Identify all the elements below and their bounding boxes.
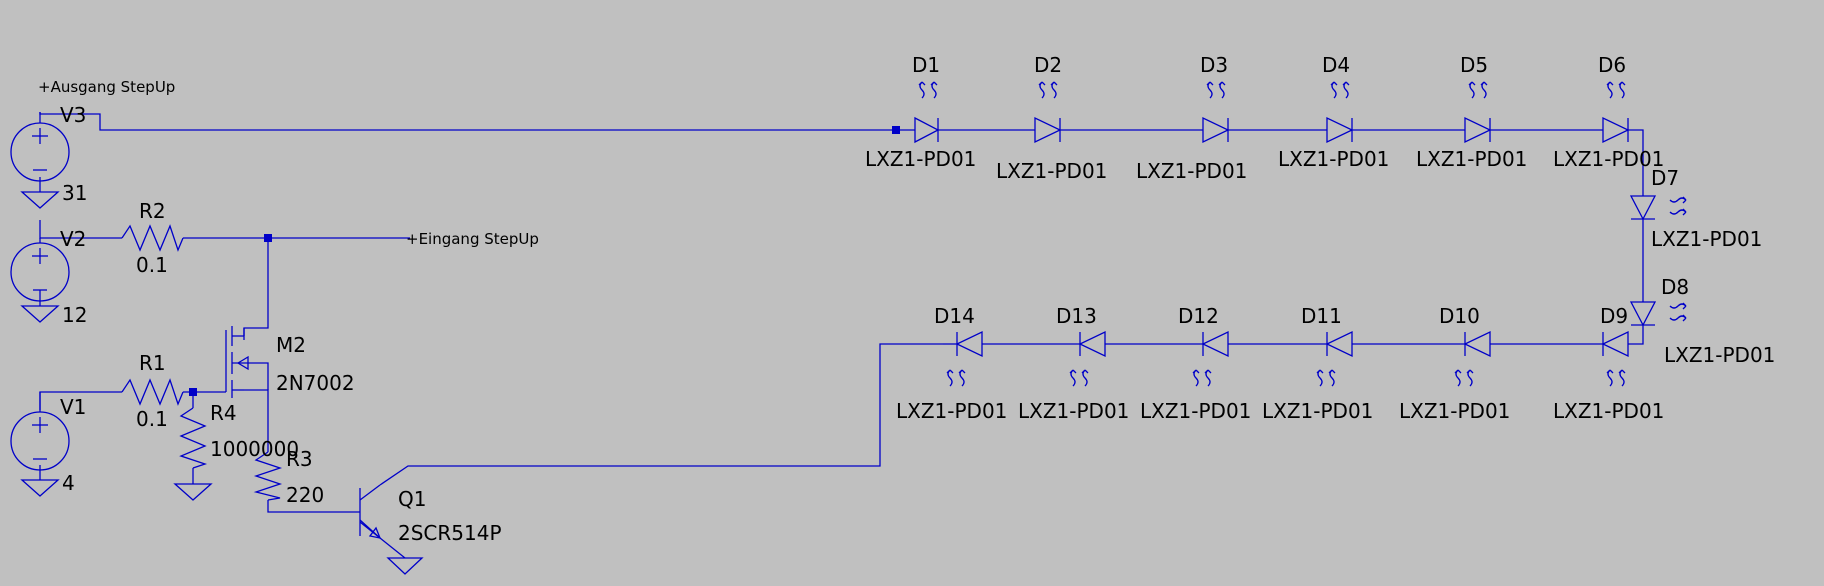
r4-value: 1000000 (210, 437, 299, 461)
q1-value: 2SCR514P (398, 521, 502, 545)
d12-value: LXZ1-PD01 (1140, 399, 1251, 423)
d8-value: LXZ1-PD01 (1664, 343, 1775, 367)
junction-gate (189, 388, 197, 396)
d3-name: D3 (1200, 53, 1228, 77)
led-d8[interactable] (1629, 301, 1687, 327)
d13-name: D13 (1056, 304, 1097, 328)
d11-name: D11 (1301, 304, 1342, 328)
d14-value: LXZ1-PD01 (896, 399, 1007, 423)
resistor-r2[interactable] (121, 224, 184, 252)
led-d7[interactable] (1629, 195, 1687, 221)
ground-icon (20, 479, 60, 497)
m2-value: 2N7002 (276, 371, 355, 395)
led-d12[interactable] (1192, 330, 1229, 387)
d4-name: D4 (1322, 53, 1350, 77)
v2-value: 12 (62, 303, 87, 327)
led-d6[interactable] (1602, 81, 1630, 144)
led-d13[interactable] (1069, 330, 1106, 387)
led-d9[interactable] (1601, 330, 1629, 387)
v3-name: V3 (60, 103, 86, 127)
v2-name: V2 (60, 227, 86, 251)
led-d2[interactable] (1034, 81, 1062, 144)
led-d3[interactable] (1202, 81, 1230, 144)
voltage-source-v2[interactable] (10, 238, 70, 302)
r2-name: R2 (139, 199, 166, 223)
d1-value: LXZ1-PD01 (865, 147, 976, 171)
ground-icon (20, 191, 60, 209)
r3-value: 220 (286, 483, 324, 507)
d4-value: LXZ1-PD01 (1278, 147, 1389, 171)
wires (39, 112, 1644, 559)
voltage-source-v1[interactable] (10, 392, 70, 471)
d10-value: LXZ1-PD01 (1399, 399, 1510, 423)
d2-value: LXZ1-PD01 (996, 159, 1107, 183)
d5-name: D5 (1460, 53, 1488, 77)
m2-name: M2 (276, 333, 306, 357)
d7-value: LXZ1-PD01 (1651, 227, 1762, 251)
d6-name: D6 (1598, 53, 1626, 77)
led-d11[interactable] (1316, 330, 1353, 387)
net-label-ausgang: +Ausgang StepUp (38, 78, 175, 96)
v1-name: V1 (60, 395, 86, 419)
transistor-q1[interactable] (359, 484, 382, 539)
resistor-r3[interactable] (253, 451, 283, 501)
v3-value: 31 (62, 181, 87, 205)
d8-name: D8 (1661, 275, 1689, 299)
d10-name: D10 (1439, 304, 1480, 328)
d6-value: LXZ1-PD01 (1553, 147, 1664, 171)
led-d14[interactable] (946, 330, 983, 387)
d12-name: D12 (1178, 304, 1219, 328)
r1-name: R1 (139, 351, 166, 375)
junction-eingang (264, 234, 272, 242)
d13-value: LXZ1-PD01 (1018, 399, 1129, 423)
resistor-r1[interactable] (121, 378, 184, 406)
ground-icon (173, 483, 213, 501)
d3-value: LXZ1-PD01 (1136, 159, 1247, 183)
d1-name: D1 (912, 53, 940, 77)
d7-name: D7 (1651, 166, 1679, 190)
voltage-source-v3[interactable] (10, 112, 70, 182)
ground-icon (386, 557, 424, 575)
ground-icon (20, 305, 60, 323)
d11-value: LXZ1-PD01 (1262, 399, 1373, 423)
led-d10[interactable] (1454, 330, 1491, 387)
net-label-eingang: +Eingang StepUp (406, 230, 539, 248)
d9-value: LXZ1-PD01 (1553, 399, 1664, 423)
q1-name: Q1 (398, 487, 426, 511)
r2-value: 0.1 (136, 253, 168, 277)
led-d1[interactable] (914, 81, 940, 144)
v1-value: 4 (62, 471, 75, 495)
r4-name: R4 (210, 401, 237, 425)
junction-led-input (892, 126, 900, 134)
led-d4[interactable] (1326, 81, 1354, 144)
d9-name: D9 (1600, 304, 1628, 328)
r1-value: 0.1 (136, 407, 168, 431)
d5-value: LXZ1-PD01 (1416, 147, 1527, 171)
d14-name: D14 (934, 304, 975, 328)
led-d5[interactable] (1464, 81, 1492, 144)
resistor-r4[interactable] (179, 407, 208, 469)
r3-name: R3 (286, 447, 313, 471)
d2-name: D2 (1034, 53, 1062, 77)
mosfet-m2[interactable] (225, 326, 269, 398)
